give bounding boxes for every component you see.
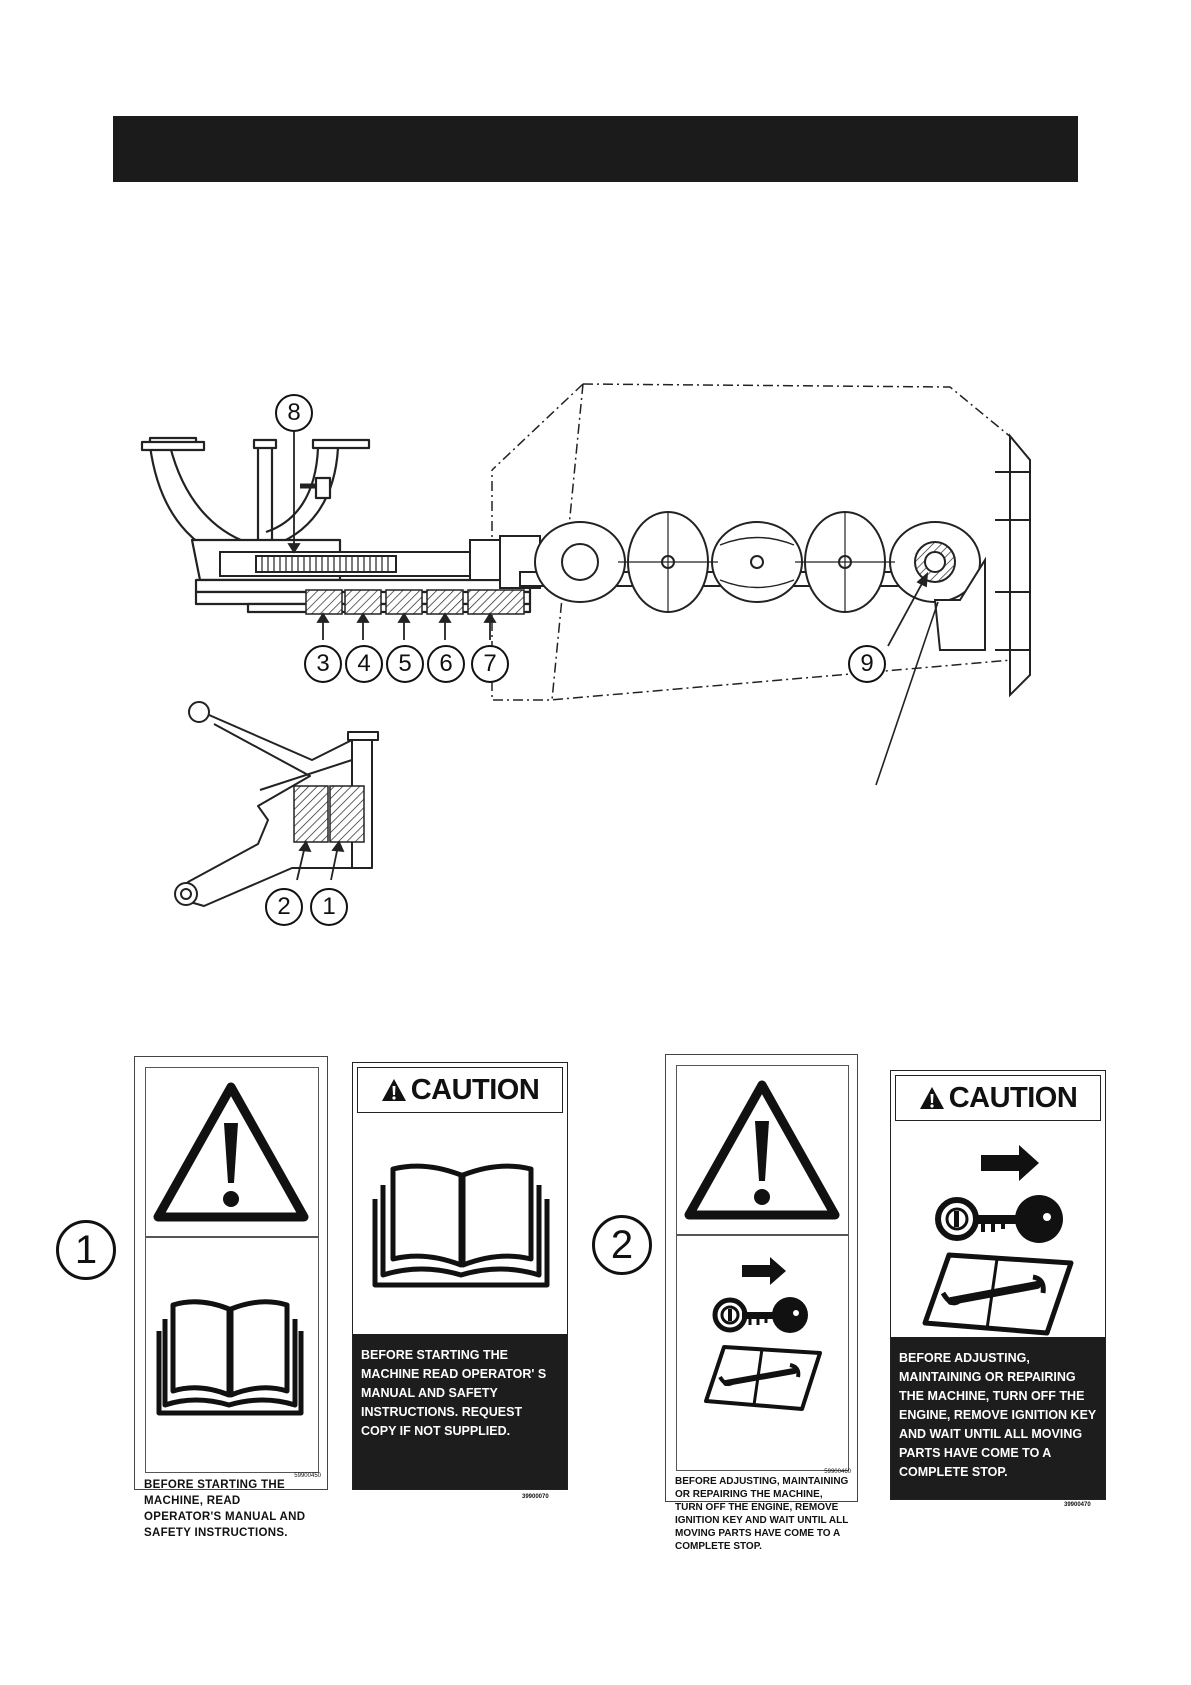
caution-triangle-icon: [381, 1079, 406, 1101]
ignition-key-icon: [935, 1145, 1063, 1243]
caution-header: CAUTION: [895, 1075, 1101, 1121]
decal-group-2-number: 2: [592, 1215, 652, 1275]
wrench-manual-icon: [704, 1345, 822, 1411]
decal-zone-pair: [293, 785, 365, 843]
callout-2: 2: [265, 888, 303, 926]
hitch-frame: [140, 436, 532, 614]
callout-1: 1: [310, 888, 348, 926]
callout-6: 6: [427, 645, 465, 683]
callout-4: 4: [345, 645, 383, 683]
wrench-manual-icon: [922, 1252, 1074, 1336]
cutter-bar: [519, 511, 981, 613]
manual-book-icon: [156, 1299, 304, 1416]
callout-9: 9: [848, 645, 886, 683]
caution-heading: CAUTION: [410, 1073, 540, 1106]
caution-heading: CAUTION: [948, 1081, 1078, 1114]
mower-diagram: [140, 383, 1031, 907]
decal-1-text: BEFORE STARTING THE MACHINE, READ OPERAT…: [144, 1479, 306, 1539]
decal-1-caution-code: 39900070: [522, 1494, 549, 1500]
section-header-bar: [113, 116, 1078, 182]
decal-1-pictogram: 59900450 BEFORE STARTING THE MACHINE, RE…: [134, 1056, 328, 1539]
manual-book-icon: [372, 1163, 550, 1288]
decal-group-1-number: 1: [56, 1220, 116, 1280]
caution-header: CAUTION: [357, 1067, 563, 1113]
callout-3: 3: [304, 645, 342, 683]
decal-1-caution: CAUTION BEFORE STARTING THE MACHINE READ…: [352, 1062, 568, 1490]
decal-zone-row: [305, 589, 525, 615]
decal-2-code: 59900460: [824, 1469, 851, 1475]
decal-2-text: BEFORE ADJUSTING, MAINTAINING OR REPAIRI…: [675, 1476, 849, 1552]
decal-2-caution-text-panel: BEFORE ADJUSTING, MAINTAINING OR REPAIRI…: [891, 1337, 1105, 1499]
callout-7: 7: [471, 645, 509, 683]
callout-8: 8: [275, 394, 313, 432]
decal-1-caution-text: BEFORE STARTING THE MACHINE READ OPERATO…: [361, 1348, 547, 1438]
decal-1-code: 59900450: [294, 1473, 321, 1479]
end-shield: [875, 433, 1031, 786]
decal-2-caution-code: 39900470: [1064, 1502, 1091, 1508]
warning-triangle-icon: [684, 1080, 840, 1220]
decal-2-pictogram: 59900460 BEFORE ADJUSTING, MAINTAINING O…: [665, 1054, 858, 1552]
decal-1-caution-text-panel: BEFORE STARTING THE MACHINE READ OPERATO…: [353, 1334, 567, 1489]
caution-triangle-icon: [919, 1087, 944, 1109]
decal-2-caution: CAUTION BEFORE ADJUSTING, MAINTAINING OR…: [890, 1070, 1106, 1500]
warning-triangle-icon: [153, 1082, 309, 1222]
callout-5: 5: [386, 645, 424, 683]
decal-2-caution-text: BEFORE ADJUSTING, MAINTAINING OR REPAIRI…: [899, 1351, 1097, 1479]
callout-arrows: [287, 432, 929, 647]
main-beam: [219, 535, 541, 589]
ignition-key-icon: [712, 1257, 808, 1333]
